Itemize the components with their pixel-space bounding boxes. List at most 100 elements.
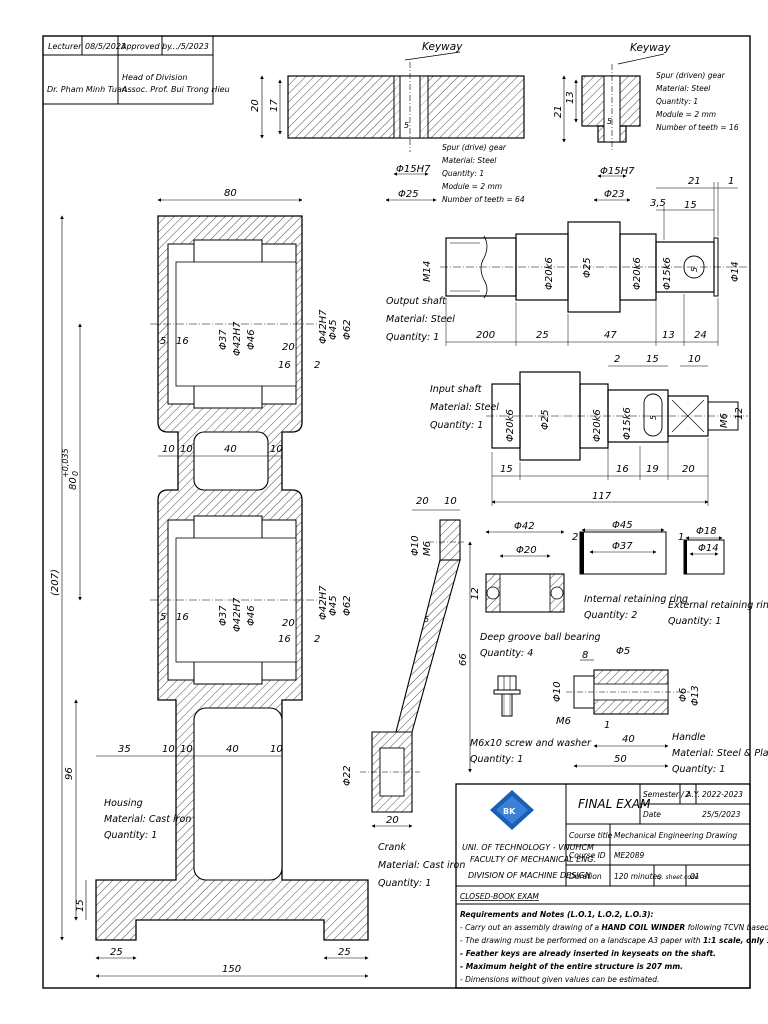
crank-l66: 66 xyxy=(458,653,469,666)
ext-ring-d18: Φ18 xyxy=(696,526,717,537)
housing-dim2: 2 xyxy=(314,360,320,371)
course-id-label: Course ID xyxy=(569,851,606,860)
handle-d10: Φ10 xyxy=(552,681,563,702)
driven-dim-rim: 13 xyxy=(565,91,576,104)
date-value: 25/5/2023 xyxy=(702,810,741,819)
bearing-d20: Φ20 xyxy=(516,545,537,556)
driven-dim-width: 21 xyxy=(553,105,564,118)
handle-d13: Φ13 xyxy=(690,685,701,706)
output-d5: Φ14 xyxy=(730,261,741,282)
int-ring-t2: 2 xyxy=(572,532,578,543)
ext-ring-quantity: Quantity: 1 xyxy=(668,616,721,627)
housing-gap10a: 10 xyxy=(162,444,175,455)
lecturer-label: Lecturer xyxy=(48,42,82,51)
housing-d46: Φ46 xyxy=(246,329,257,350)
approved-label: Approved by xyxy=(120,42,172,51)
output-d4: Φ15k6 xyxy=(662,257,673,290)
ext-ring-t1: 1 xyxy=(678,532,684,543)
housing-gap40: 40 xyxy=(224,444,237,455)
drive-dim-width: 20 xyxy=(250,99,261,112)
output-key: 5 xyxy=(690,267,699,272)
housing-base25b: 25 xyxy=(338,947,351,958)
input-shaft-quantity: Quantity: 1 xyxy=(430,420,483,431)
requirement-4: - Maximum height of the entire structure… xyxy=(460,962,683,971)
driven-gear-material: Material: Steel xyxy=(656,84,711,93)
output-shaft-drawing: M14 Φ20k6 Φ25 Φ20k6 Φ15k6 Φ14 5 200 25 4… xyxy=(386,176,748,346)
drive-d-bore: Φ15H7 xyxy=(396,164,431,175)
duration-label: Duration xyxy=(569,872,602,881)
bearing-drawing: Φ42 Φ20 12 Deep groove ball bearing Quan… xyxy=(470,521,601,659)
drive-dim-key: 5 xyxy=(404,121,409,130)
housing-quantity: Quantity: 1 xyxy=(104,830,157,841)
housing-base25a: 25 xyxy=(110,947,123,958)
driven-gear-module: Module = 2 mm xyxy=(656,110,716,119)
output-d3: Φ20k6 xyxy=(632,257,643,290)
output-top3: 21 xyxy=(688,176,701,187)
duration-value: 120 minutes xyxy=(614,872,661,881)
screw-drawing: M6x10 screw and washer Quantity: 1 xyxy=(470,675,592,765)
lecturer-date: 08/5/2023 xyxy=(85,42,126,51)
drive-keyway-label: Keyway xyxy=(422,41,463,53)
uni-line3: DIVISION OF MACHINE DESIGN xyxy=(468,871,591,880)
handle-drawing: 8 Φ5 Φ10 M6 Φ6 Φ13 1 40 50 Handle Materi… xyxy=(552,646,768,775)
course-id-value: ME2089 xyxy=(614,851,645,860)
output-shaft-material: Material: Steel xyxy=(386,314,455,325)
date-label: Date xyxy=(643,810,661,819)
uni-line1: UNI. OF TECHNOLOGY - VNUHCM xyxy=(462,843,594,852)
input-total: 117 xyxy=(592,491,612,502)
bearing-name: Deep groove ball bearing xyxy=(480,632,601,643)
housing-dim16-b: 16 xyxy=(176,612,189,623)
semester-label: Semester / A.Y. xyxy=(643,790,700,799)
ext-ring-d14: Φ14 xyxy=(698,543,719,554)
screw-quantity: Quantity: 1 xyxy=(470,754,523,765)
housing-dim16b: 16 xyxy=(278,360,291,371)
logo-text: BK xyxy=(503,807,516,816)
int-ring-d45: Φ45 xyxy=(612,520,633,531)
driven-d-hub: Φ23 xyxy=(604,189,625,200)
housing-material: Material: Cast iron xyxy=(104,814,191,825)
course-title-label: Course title xyxy=(569,831,613,840)
uni-line2: FACULTY OF MECHANICAL ENG. xyxy=(470,855,596,864)
requirement-1: - Carry out an assembly drawing of a HAN… xyxy=(460,923,768,932)
driven-d-bore: Φ15H7 xyxy=(600,166,635,177)
bearing-d42: Φ42 xyxy=(514,521,535,532)
drive-gear-quantity: Quantity: 1 xyxy=(442,169,484,178)
crank-t5: 5 xyxy=(424,615,429,624)
housing-dim16b-b: 16 xyxy=(278,634,291,645)
housing-gap10c: 10 xyxy=(270,444,283,455)
output-l4: 13 xyxy=(662,330,675,341)
drive-gear-module: Module = 2 mm xyxy=(442,182,502,191)
housing-center-tol: +0,035 xyxy=(61,448,70,478)
crank-material: Material: Cast iron xyxy=(378,860,465,871)
approver-title: Head of Division xyxy=(122,73,187,82)
housing-h96: 96 xyxy=(64,767,75,780)
housing-low10b: 10 xyxy=(180,744,193,755)
screw-name: M6x10 screw and washer xyxy=(470,738,592,749)
housing-low10a: 10 xyxy=(162,744,175,755)
input-top2: 15 xyxy=(646,354,659,365)
input-top3: 10 xyxy=(688,354,701,365)
housing-total-h: (207) xyxy=(50,569,61,596)
output-l2: 25 xyxy=(536,330,549,341)
input-shaft-drawing: Φ20k6 Φ25 Φ20k6 Φ15k6 5 M6 12 15 16 19 2… xyxy=(430,354,748,506)
housing-d62: Φ62 xyxy=(342,319,353,340)
input-l1: 15 xyxy=(500,464,513,475)
output-d2: Φ25 xyxy=(582,257,593,278)
driven-gear-quantity: Quantity: 1 xyxy=(656,97,698,106)
internal-ring-drawing: Φ45 Φ37 2 Internal retaining ring Quanti… xyxy=(572,520,688,621)
housing-dim5-b: 5 xyxy=(160,612,166,623)
housing-d42-b: Φ42H7 xyxy=(232,597,243,632)
handle-d6: Φ6 xyxy=(678,688,689,702)
input-l4: 20 xyxy=(682,464,695,475)
drive-gear-drawing: Keyway 20 17 5 Φ15H7 Φ25 Spur (drive) ge… xyxy=(250,41,525,204)
housing-width-top: 80 xyxy=(224,188,237,199)
drive-gear-material: Material: Steel xyxy=(442,156,497,165)
crank-d10: Φ10 xyxy=(410,535,421,556)
housing-gap10b: 10 xyxy=(180,444,193,455)
driven-gear-drawing: Keyway 21 13 5 Φ15H7 Φ23 Spur (driven) g… xyxy=(553,42,739,202)
university-logo: BK xyxy=(490,790,534,830)
driven-gear-name: Spur (driven) gear xyxy=(656,71,726,80)
housing-drawing: 80 Φ37 Φ42H7 Φ46 Φ42H7 Φ45 Φ62 5 16 20 1… xyxy=(50,188,369,978)
input-l3: 19 xyxy=(646,464,659,475)
input-shaft-material: Material: Steel xyxy=(430,402,499,413)
